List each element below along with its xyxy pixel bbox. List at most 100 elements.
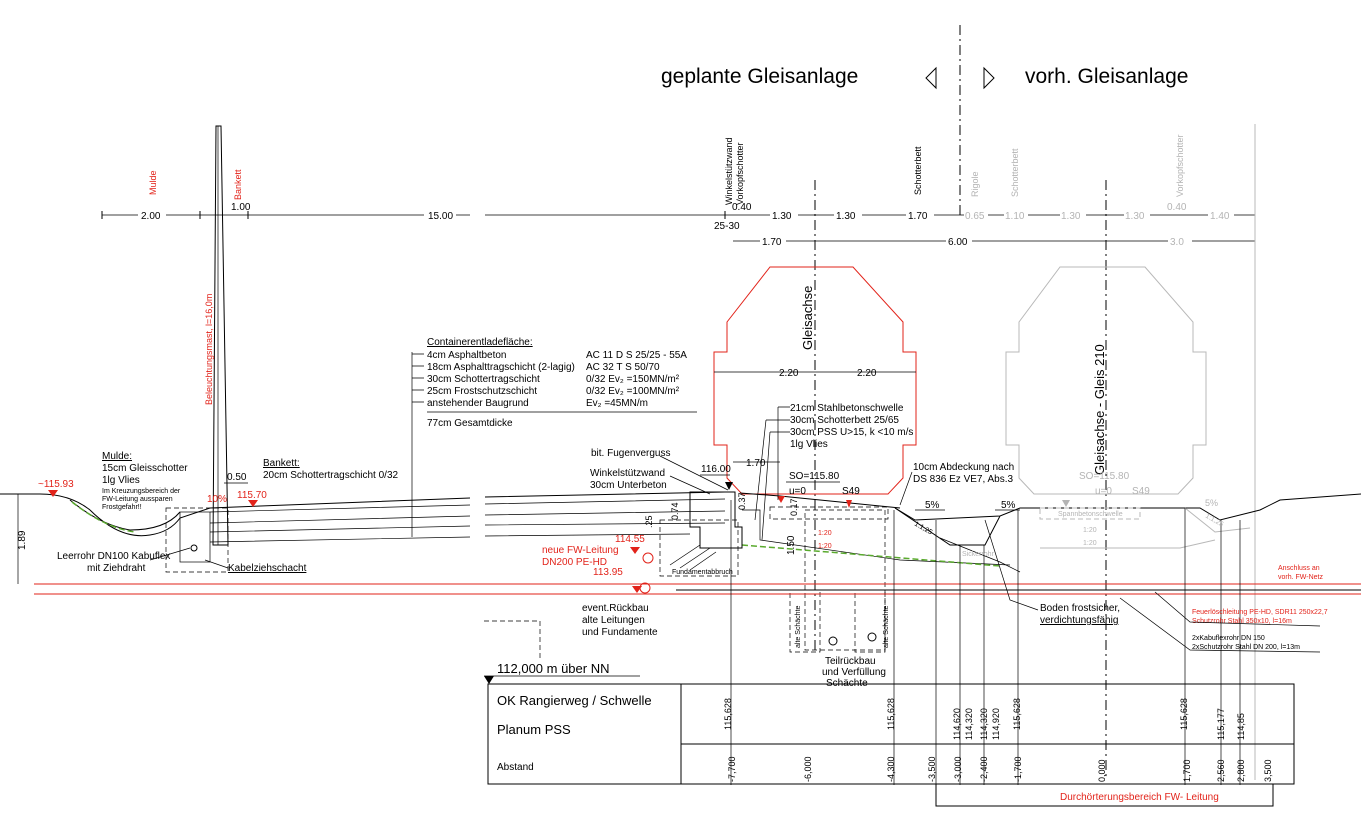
- teil-1: Teilrückbau: [825, 656, 876, 667]
- dim-r1-5: 1.30: [772, 211, 792, 222]
- fw-new-2: DN200 PE-HD: [542, 557, 607, 568]
- rail-new-marker: [777, 496, 785, 503]
- container-leader: [411, 352, 424, 537]
- table-ok-values: 115,628 115,628 114,620 114,320 114,320 …: [723, 698, 1246, 740]
- label-winkel2: 30cm Unterbeton: [590, 480, 667, 491]
- dim-r1-1: 1.00: [231, 202, 251, 213]
- svg-text:-1,700: -1,700: [1013, 756, 1023, 782]
- old-pss-line: [1040, 539, 1216, 549]
- old-sleeper-label: Spannbetonschwelle: [1058, 511, 1123, 518]
- dim-150: 1.50: [786, 535, 797, 555]
- feuer-1: Feuerlöschleitung PE-HD, SDR11 250x22,7: [1192, 609, 1328, 616]
- ground-line-right: [894, 493, 1361, 521]
- kabelziehschacht-box: [165, 507, 229, 573]
- svg-text:114,320: 114,320: [964, 708, 974, 740]
- old-sleeper: [1039, 507, 1141, 520]
- title-planned: geplante Gleisanlage: [661, 65, 858, 88]
- svg-text:18cm Asphalttragschicht (2-lag: 18cm Asphalttragschicht (2-lagig): [427, 362, 575, 373]
- svg-text:114,920: 114,920: [991, 708, 1001, 740]
- rueck-3: und Fundamente: [582, 627, 658, 638]
- new-sleeper: [769, 506, 889, 520]
- container-total: 77cm Gesamtdicke: [427, 418, 513, 429]
- anschluss-1: Anschluss an: [1278, 565, 1320, 572]
- table-row2: Planum PSS: [497, 722, 571, 737]
- lev-114-55: 114.55: [615, 534, 645, 545]
- label-vorkopf2: Vorkopfschotter: [1175, 134, 1185, 197]
- dim-017: 0.17: [789, 498, 799, 516]
- dfw-box: [935, 784, 1274, 807]
- svg-text:115,628: 115,628: [723, 698, 733, 730]
- dim-r1-12: 0.40: [1167, 202, 1187, 213]
- dim-r1-0: 2.00: [141, 211, 161, 222]
- svg-text:115,177: 115,177: [1216, 708, 1226, 740]
- svg-text:-6,000: -6,000: [803, 756, 813, 782]
- lev-115-93-marker: [48, 490, 58, 497]
- dim-r1-6: 1.30: [836, 211, 856, 222]
- svg-text:114,620: 114,620: [952, 708, 962, 740]
- kabuf-1: 2xKabuflexrohr DN 150: [1192, 635, 1265, 642]
- label-schotterbett2: Schotterbett: [1010, 148, 1020, 197]
- mulde-title: Mulde:: [102, 451, 132, 462]
- mulde-l4: FW-Leitung aussparen: [102, 496, 173, 503]
- dim-050: 0.50: [227, 472, 247, 483]
- leer-1: Leerrohr DN100 Kabuflex: [57, 551, 170, 562]
- label-mast: Beleuchtungsmast, l=16,0m: [204, 294, 214, 405]
- shaft-pipe-1: [828, 636, 838, 646]
- svg-text:115,628: 115,628: [1012, 698, 1022, 730]
- teil-2: und Verfüllung: [822, 667, 886, 678]
- axis-label-new: Gleisachse: [800, 286, 815, 350]
- dim-r1-4: 25-30: [714, 221, 740, 232]
- lev-116: 116.00: [701, 464, 731, 475]
- svg-text:30cm PSS U>15, k <10 m/s: 30cm PSS U>15, k <10 m/s: [790, 427, 913, 438]
- svg-text:114,85: 114,85: [1236, 713, 1246, 740]
- label-vorkopf1: Vorkopfschotter: [735, 142, 745, 205]
- dfw-label: Durchörterungsbereich FW- Leitung: [1060, 792, 1219, 803]
- dim-037: 0.37: [737, 492, 747, 510]
- table-row3: Abstand: [497, 762, 534, 773]
- mulde-l2: 1lg Vlies: [102, 475, 140, 486]
- label-winkel1: Winkelstützwand: [590, 468, 665, 479]
- so-old: SO=115.80: [1079, 471, 1130, 482]
- svg-text:AC 11 D S 25/25 - 55A: AC 11 D S 25/25 - 55A: [586, 350, 687, 361]
- nn-marker: [484, 676, 494, 684]
- svg-text:3,500: 3,500: [1263, 759, 1273, 782]
- fw-new-1: neue FW-Leitung: [542, 545, 619, 556]
- pct-5a: 5%: [925, 500, 940, 511]
- lev-116-marker: [725, 482, 733, 490]
- dim-r1-13: 1.40: [1210, 211, 1230, 222]
- svg-text:114,320: 114,320: [979, 708, 989, 740]
- clearance-profile-old: [1005, 266, 1207, 495]
- lev-113-95: 113.95: [593, 567, 623, 578]
- label-winkel: Winkelstützwand: [724, 137, 734, 205]
- slope-10: 10%: [207, 494, 227, 505]
- anschluss-2: vorh. FW-Netz: [1278, 574, 1323, 581]
- svg-text:-7,700: -7,700: [727, 756, 737, 782]
- table-abstand-values: -7,700 -6,000 -4,300 -3,500 -3,000 -2,40…: [727, 756, 1273, 782]
- table-row1: OK Rangierweg / Schwelle: [497, 693, 652, 708]
- dim-r2-1: 6.00: [948, 237, 968, 248]
- abdeck-2: DS 836 Ez VE7, Abs.3: [913, 474, 1013, 485]
- svg-text:1,700: 1,700: [1182, 759, 1192, 782]
- nn-label: 112,000 m über NN: [497, 661, 610, 676]
- svg-text:0/32 Ev₂ =150MN/m²: 0/32 Ev₂ =150MN/m²: [586, 374, 680, 385]
- dim-r2-2: 3.0: [1170, 237, 1184, 248]
- dim-220-right: 2.20: [857, 368, 877, 379]
- ratio-2: 1:20: [818, 543, 832, 550]
- svg-text:4cm Asphaltbeton: 4cm Asphaltbeton: [427, 350, 507, 361]
- layer-line-1: [209, 498, 726, 513]
- svg-text:30cm Schottertragschicht: 30cm Schottertragschicht: [427, 374, 540, 385]
- dim-r1-2: 15.00: [428, 211, 453, 222]
- retaining-wall: [689, 491, 743, 549]
- svg-text:0,000: 0,000: [1097, 759, 1107, 782]
- svg-text:0/32 Ev₂ =100MN/m²: 0/32 Ev₂ =100MN/m²: [586, 386, 680, 397]
- kabel-label: Kabelziehschacht: [228, 563, 307, 574]
- kabelziehschacht: [179, 511, 211, 563]
- svg-text:-3,500: -3,500: [927, 756, 937, 782]
- ratio-3: 1:20: [1083, 527, 1097, 534]
- label-fugen: bit. Fugenverguss: [591, 448, 671, 459]
- dim-220-left: 2.20: [779, 368, 799, 379]
- leer-2: mit Ziehdraht: [87, 563, 146, 574]
- drop-lines: [730, 500, 1241, 805]
- axis-label-old: Gleisachse - Gleis 210: [1092, 344, 1107, 475]
- layer-line-3: [209, 522, 726, 533]
